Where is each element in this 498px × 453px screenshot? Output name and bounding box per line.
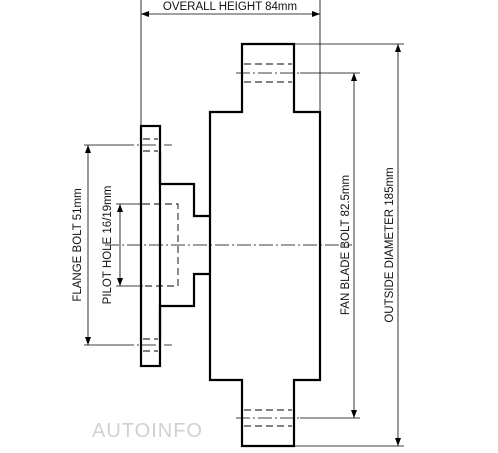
outside-diameter-label: OUTSIDE DIAMETER 185mm bbox=[384, 167, 396, 322]
watermark-text: AUTOINFO bbox=[92, 420, 203, 442]
arrowhead bbox=[117, 204, 123, 212]
watermark: AUTOINFO bbox=[92, 420, 203, 442]
arrowhead bbox=[395, 438, 401, 446]
part-outline bbox=[139, 42, 322, 448]
arrowhead bbox=[395, 44, 401, 52]
label-mask bbox=[152, 0, 308, 12]
pilot-boss-top bbox=[158, 152, 210, 218]
outside-diameter-dimension: OUTSIDE DIAMETER 185mm bbox=[294, 43, 404, 447]
flange-bolt-label: FLANGE BOLT 51mm bbox=[72, 188, 84, 301]
pilot-boss-bottom bbox=[158, 272, 210, 340]
arrowhead bbox=[312, 11, 320, 17]
overall-height-label: OVERALL HEIGHT 84mm bbox=[163, 1, 297, 13]
pilot-hole-label: PILOT HOLE 16/19mm bbox=[102, 186, 114, 305]
fan-blade-bolt-dimension: FAN BLADE BOLT 82.5mm bbox=[300, 72, 360, 419]
overall-height-dimension: OVERALL HEIGHT 84mm bbox=[140, 0, 321, 126]
arrowhead bbox=[117, 278, 123, 286]
arrowhead bbox=[85, 337, 91, 345]
fan-blade-bolt-label: FAN BLADE BOLT 82.5mm bbox=[340, 175, 352, 315]
arrowhead bbox=[141, 11, 149, 17]
flange-bolt-dimension: FLANGE BOLT 51mm bbox=[72, 144, 120, 346]
pilot-hole-hidden bbox=[143, 203, 179, 287]
clutch-housing bbox=[208, 42, 322, 448]
pilot-hole-dimension: PILOT HOLE 16/19mm bbox=[102, 186, 143, 305]
arrowhead bbox=[351, 73, 357, 81]
arrowhead bbox=[85, 145, 91, 153]
hidden-lines bbox=[105, 63, 352, 427]
arrowhead bbox=[351, 410, 357, 418]
flange-plate bbox=[139, 124, 162, 368]
